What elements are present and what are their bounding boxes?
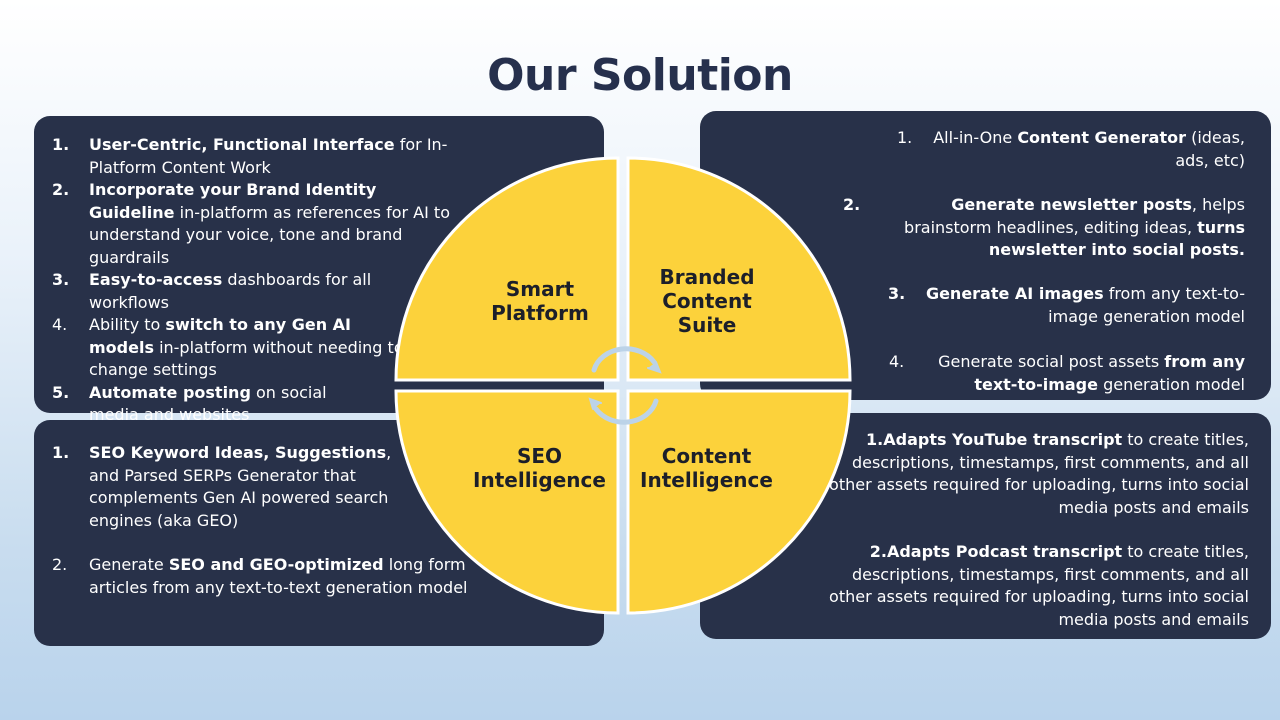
page-title: Our Solution [487,50,793,101]
item-number: 2. [52,555,68,574]
item-number: 3. [888,284,906,303]
circular-arrows-icon [588,346,662,425]
item-text: dashboards for all workflows [89,270,372,312]
item-text: in-platform without needing to change se… [89,337,404,380]
item-bold-text: Content Generator [1017,128,1186,147]
list-item: 3. Generate AI images from any text-to-i… [888,283,1245,328]
item-text: (ideas, ads, etc) [1175,128,1245,170]
item-bold-text: Generate AI images [925,284,1104,303]
item-bold-text: User-Centric, Functional Interface [89,135,395,154]
item-text: , and Parsed SERPs Generator that comple… [89,443,392,530]
item-text: All-in-One [933,128,1018,147]
item-text: on social media and websites [89,382,327,425]
list-item: 1. SEO Keyword Ideas, Suggestions, and P… [52,442,604,532]
item-text: generation model [1097,374,1245,394]
item-number: 5. [52,382,70,402]
list-item: 2. Generate SEO and GEO-optimized long f… [52,554,604,599]
item-bold-text: Automate posting [89,382,251,402]
item-bold-text: 2.Adapts Podcast transcript [869,542,1123,561]
item-text: , helps brainstorm headlines, editing id… [904,195,1245,237]
item-bold-text: SEO Keyword Ideas, Suggestions [89,443,387,462]
list-item: 1. User-Centric, Functional Interface fo… [52,134,604,179]
item-text: in-platform as references for AI to unde… [89,202,450,267]
item-text: Generate social post assets [938,352,1165,371]
list-item: 5. Automate posting on social media and … [52,382,604,427]
item-bold-text: turns newsletter into social posts. [988,217,1245,260]
item-text: Generate [89,555,169,574]
item-number: 2. [843,195,861,214]
list-item: 4. Generate social post assets from any … [889,351,1245,396]
item-number: 2. [52,180,70,199]
quadrant-smart-platform [394,156,620,382]
item-text: for In-Platform Content Work [89,135,448,177]
item-bold-text: Easy-to-access [89,270,223,289]
quadrant-label-seo-intelligence: SEO Intelligence [473,444,606,492]
quadrant-branded-content [626,156,852,382]
item-bold-text: 1.Adapts YouTube transcript [866,430,1123,449]
quadrant-label-content-intelligence: Content Intelligence [640,444,773,492]
item-bold-text: from any text-to-image [974,352,1245,394]
item-number: 3. [52,270,70,289]
list-item: 3. Easy-to-access dashboards for all wor… [52,269,604,314]
quadrant-seo-intelligence [394,389,620,615]
item-text: to create titles, descriptions, timestam… [829,430,1249,517]
item-bold-text: Incorporate your Brand Identity Guidelin… [89,180,377,222]
item-number: 1. [897,128,913,147]
list-item: 2.Adapts Podcast transcript to create ti… [819,541,1249,631]
item-number: 1. [52,443,70,462]
item-number: 4. [52,315,68,334]
list-item: 2. Incorporate your Brand Identity Guide… [52,179,604,269]
quadrant-label-branded-content: Branded Content Suite [659,265,755,337]
list-item: 4. Ability to switch to any Gen AI model… [52,314,604,382]
item-number: 1. [52,135,70,154]
quadrant-content-intelligence [626,389,852,615]
item-text: from any text-to-image generation model [1048,284,1245,326]
item-bold-text: Generate newsletter posts [951,195,1192,214]
item-text: Ability to [89,315,166,334]
list-item: 1. All-in-One Content Generator (ideas, … [897,127,1245,172]
item-bold-text: SEO and GEO-optimized [168,555,384,574]
item-number: 4. [889,352,905,371]
list-item: 2. Generate newsletter posts, helps brai… [843,194,1245,262]
item-text: long form articles from any text-to-text… [89,555,468,597]
list-item: 1.Adapts YouTube transcript to create ti… [819,429,1249,519]
item-text: to create titles, descriptions, timestam… [829,542,1249,629]
quadrant-label-smart-platform: Smart Platform [491,277,589,325]
item-bold-text: switch to any Gen AI models [89,315,351,357]
